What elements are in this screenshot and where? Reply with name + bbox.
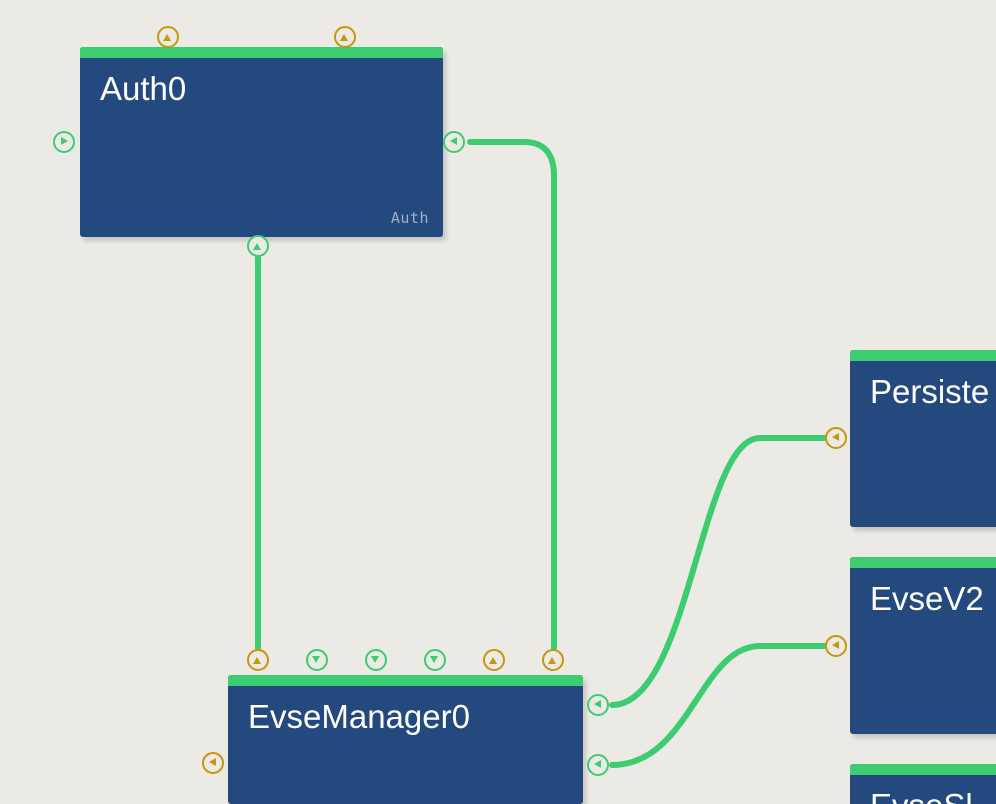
evsemanager0-port-left[interactable] — [202, 752, 224, 774]
node-title-persistent: Persiste — [870, 373, 990, 410]
evsemanager0-port-top-6[interactable] — [542, 649, 564, 671]
triangle-up-icon — [548, 657, 556, 664]
triangle-up-icon — [489, 657, 497, 664]
triangle-down-icon — [312, 656, 320, 663]
triangle-down-icon — [430, 656, 438, 663]
node-title-evsemanager0: EvseManager0 — [248, 698, 470, 735]
auth0-port-top-left[interactable] — [157, 26, 179, 48]
triangle-left-icon — [594, 700, 601, 708]
triangle-left-icon — [832, 433, 839, 441]
node-evsemanager0[interactable]: EvseManager0 — [228, 675, 583, 804]
auth0-port-left[interactable] — [53, 131, 75, 153]
auth0-port-bottom[interactable] — [247, 235, 269, 257]
edge-evsemanager0-right2-to-evsev2[interactable] — [609, 643, 827, 768]
persistent-port-left[interactable] — [825, 427, 847, 449]
triangle-left-icon — [832, 641, 839, 649]
node-header-evsemanager0 — [228, 675, 583, 686]
node-header-persistent — [850, 350, 996, 361]
triangle-left-icon — [450, 137, 457, 145]
node-persistent[interactable]: Persiste — [850, 350, 996, 527]
auth0-port-top-right[interactable] — [334, 26, 356, 48]
evsemanager0-port-top-1[interactable] — [247, 649, 269, 671]
node-header-auth0 — [80, 47, 443, 58]
node-header-evseslac — [850, 764, 996, 775]
edge-auth0-right-to-evsemanager0-top6[interactable] — [467, 139, 557, 651]
evsev2-port-left[interactable] — [825, 635, 847, 657]
node-title-auth0: Auth0 — [100, 70, 187, 107]
node-subtitle-auth0: Auth — [390, 209, 429, 227]
evsemanager0-port-right-2[interactable] — [587, 754, 609, 776]
evsemanager0-port-top-3[interactable] — [365, 649, 387, 671]
triangle-left-icon — [209, 758, 216, 766]
triangle-right-icon — [61, 137, 68, 145]
node-title-evsev2: EvseV2 — [870, 580, 984, 617]
node-header-evsev2 — [850, 557, 996, 568]
auth0-port-right[interactable] — [443, 131, 465, 153]
evsemanager0-port-right-1[interactable] — [587, 694, 609, 716]
node-evsev2[interactable]: EvseV2 — [850, 557, 996, 734]
node-title-evseslac: EvseSl — [870, 786, 973, 804]
edge-evsemanager0-right1-to-persistent[interactable] — [609, 434, 827, 708]
evsemanager0-port-top-5[interactable] — [483, 649, 505, 671]
node-evseslac[interactable]: EvseSl — [850, 764, 996, 804]
triangle-up-icon — [253, 657, 261, 664]
evsemanager0-port-top-4[interactable] — [424, 649, 446, 671]
triangle-down-icon — [371, 656, 379, 663]
evsemanager0-port-top-2[interactable] — [306, 649, 328, 671]
triangle-up-icon — [163, 34, 171, 41]
triangle-left-icon — [594, 760, 601, 768]
triangle-up-icon — [340, 34, 348, 41]
triangle-up-icon — [253, 243, 261, 250]
